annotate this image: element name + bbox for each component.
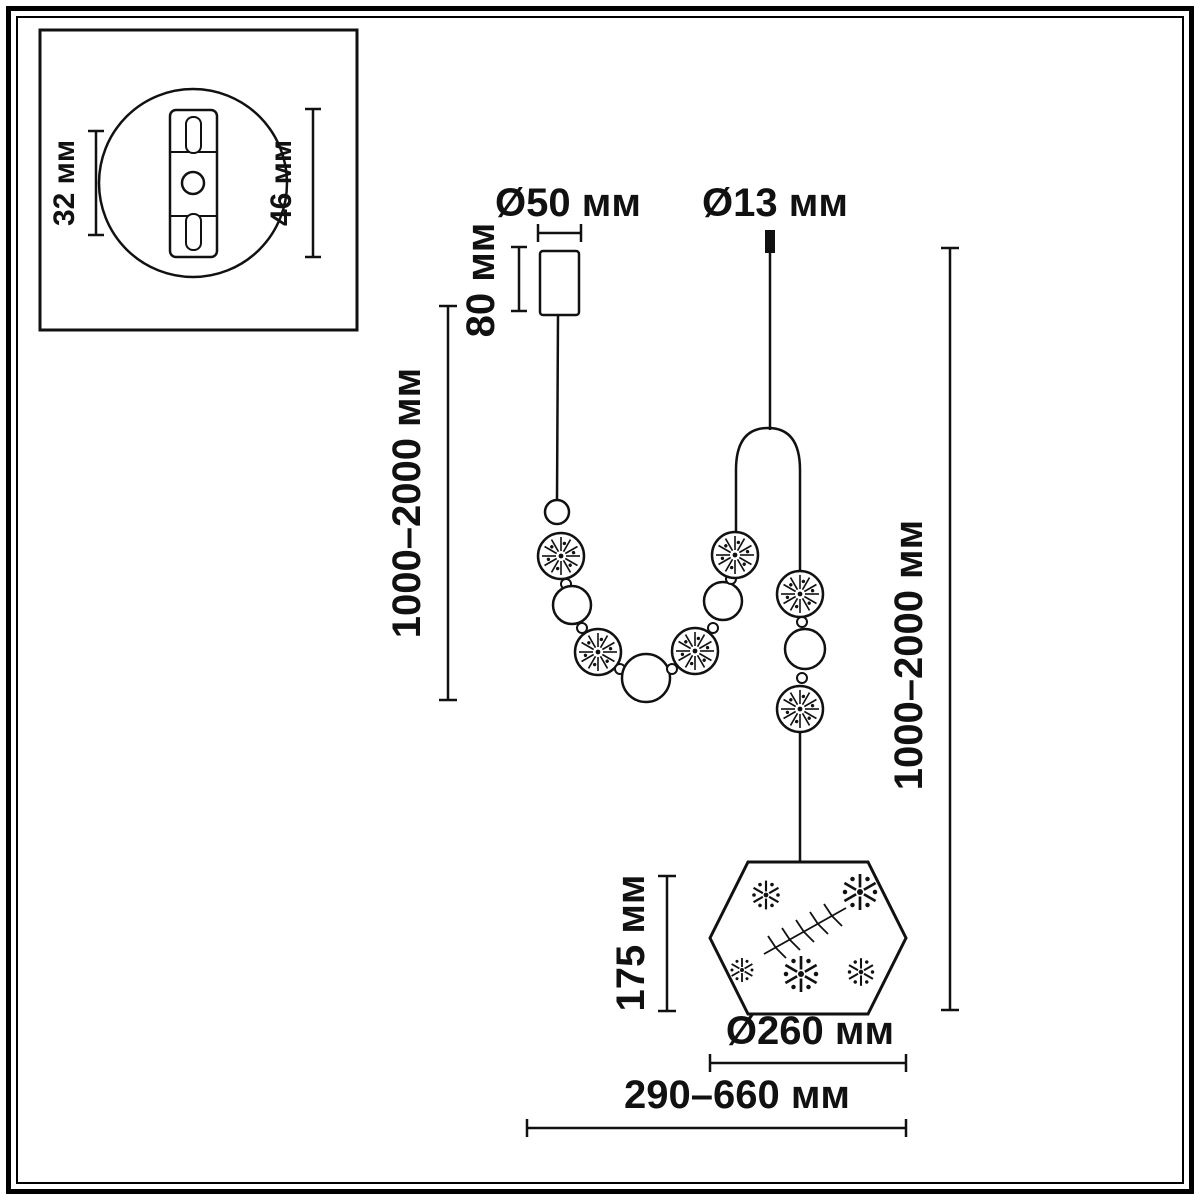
dimension-overall-width: 290–660 мм (525, 1073, 908, 1137)
dimension-32mm-label: 32 мм (48, 140, 81, 226)
bead-connector (796, 672, 808, 684)
right-cable-range-label: 1000–2000 мм (887, 520, 931, 791)
bead-sphere-large (620, 652, 672, 704)
ceiling-plate-inset: 32 мм 46 мм (38, 28, 359, 332)
left-suspension-cable (555, 314, 560, 501)
bead-sphere (783, 627, 827, 671)
dimension-32mm: 32 мм (48, 129, 104, 237)
hook-fitting (765, 230, 775, 253)
shade-height-label: 175 мм (609, 874, 653, 1011)
left-cable-range-label: 1000–2000 мм (385, 368, 429, 639)
bead-connector (707, 622, 719, 634)
lamp-shade-outline (708, 860, 908, 1016)
screw-slot-top (185, 116, 202, 154)
canopy-height-label: 80 мм (459, 223, 503, 338)
bead-crystal (775, 684, 825, 734)
dimension-hook-diameter: Ø13 мм (702, 181, 848, 253)
bead-crystal (536, 531, 586, 581)
fern-decoration (763, 903, 847, 959)
dimension-46mm: 46 мм (265, 107, 321, 259)
overall-width-label: 290–660 мм (624, 1073, 850, 1117)
shade-diameter-label: Ø260 мм (726, 1009, 894, 1053)
cable-loop-junction (734, 426, 802, 572)
dimension-shade-diameter: Ø260 мм (708, 1009, 908, 1072)
lamp-shade (708, 860, 908, 1016)
dimension-left-cable-range: 1000–2000 мм (385, 304, 457, 702)
bead-swag-chain (536, 498, 760, 704)
dimension-canopy-diameter: Ø50 мм (495, 181, 641, 242)
bead-connector (666, 663, 678, 675)
bead-sphere (551, 584, 593, 626)
bead-strand-right (775, 569, 827, 734)
canopy-diameter-label: Ø50 мм (495, 181, 641, 225)
dimension-canopy-height: 80 мм (459, 223, 527, 338)
bead-connector (796, 616, 808, 628)
bead-crystal (710, 530, 760, 580)
screw-slot-bottom (185, 213, 202, 251)
dimension-shade-height: 175 мм (609, 874, 676, 1013)
bead-crystal (670, 626, 720, 676)
dimension-right-cable-range: 1000–2000 мм (887, 246, 959, 1012)
bead-crystal (775, 569, 825, 619)
ceiling-cup (538, 249, 581, 317)
dimension-46mm-label: 46 мм (265, 140, 298, 226)
bead-sphere (702, 580, 744, 622)
center-hole (180, 170, 206, 196)
bead-sphere-small (543, 498, 571, 526)
bead-connector (576, 622, 588, 634)
hook-diameter-label: Ø13 мм (702, 181, 848, 225)
